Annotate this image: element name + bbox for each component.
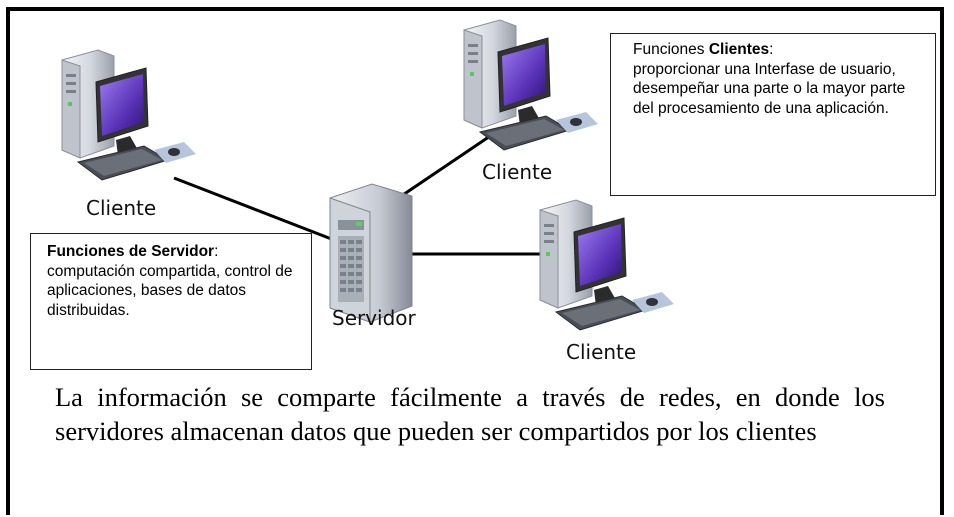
server-box-suffix: : xyxy=(214,243,219,260)
server-icon xyxy=(329,183,413,323)
server-box-text: computación compartida, control de aplic… xyxy=(47,262,293,319)
client-box-prefix: Funciones xyxy=(633,41,709,58)
client-functions-box: Funciones Clientes: proporcionar una Int… xyxy=(610,33,936,196)
client-label-right: Cliente xyxy=(566,340,637,364)
server-label: Servidor xyxy=(332,306,416,330)
client-label-top: Cliente xyxy=(482,160,553,184)
client-computer-icon-left xyxy=(61,49,197,181)
link-client-left xyxy=(173,176,335,242)
client-computer-icon-right xyxy=(539,199,675,331)
client-box-suffix: : xyxy=(769,41,774,58)
diagram-frame xyxy=(6,7,944,515)
server-box-title: Funciones de Servidor xyxy=(47,243,215,260)
client-computer-icon-top xyxy=(463,19,599,151)
client-box-text: proporcionar una Interfase de usuario, d… xyxy=(633,60,906,117)
caption-text: La información se comparte fácilmente a … xyxy=(55,382,885,446)
link-client-top xyxy=(387,126,503,207)
client-box-title: Clientes xyxy=(708,41,770,58)
server-functions-box: Funciones de Servidor: computación compa… xyxy=(30,233,312,370)
client-label-left: Cliente xyxy=(86,196,157,220)
